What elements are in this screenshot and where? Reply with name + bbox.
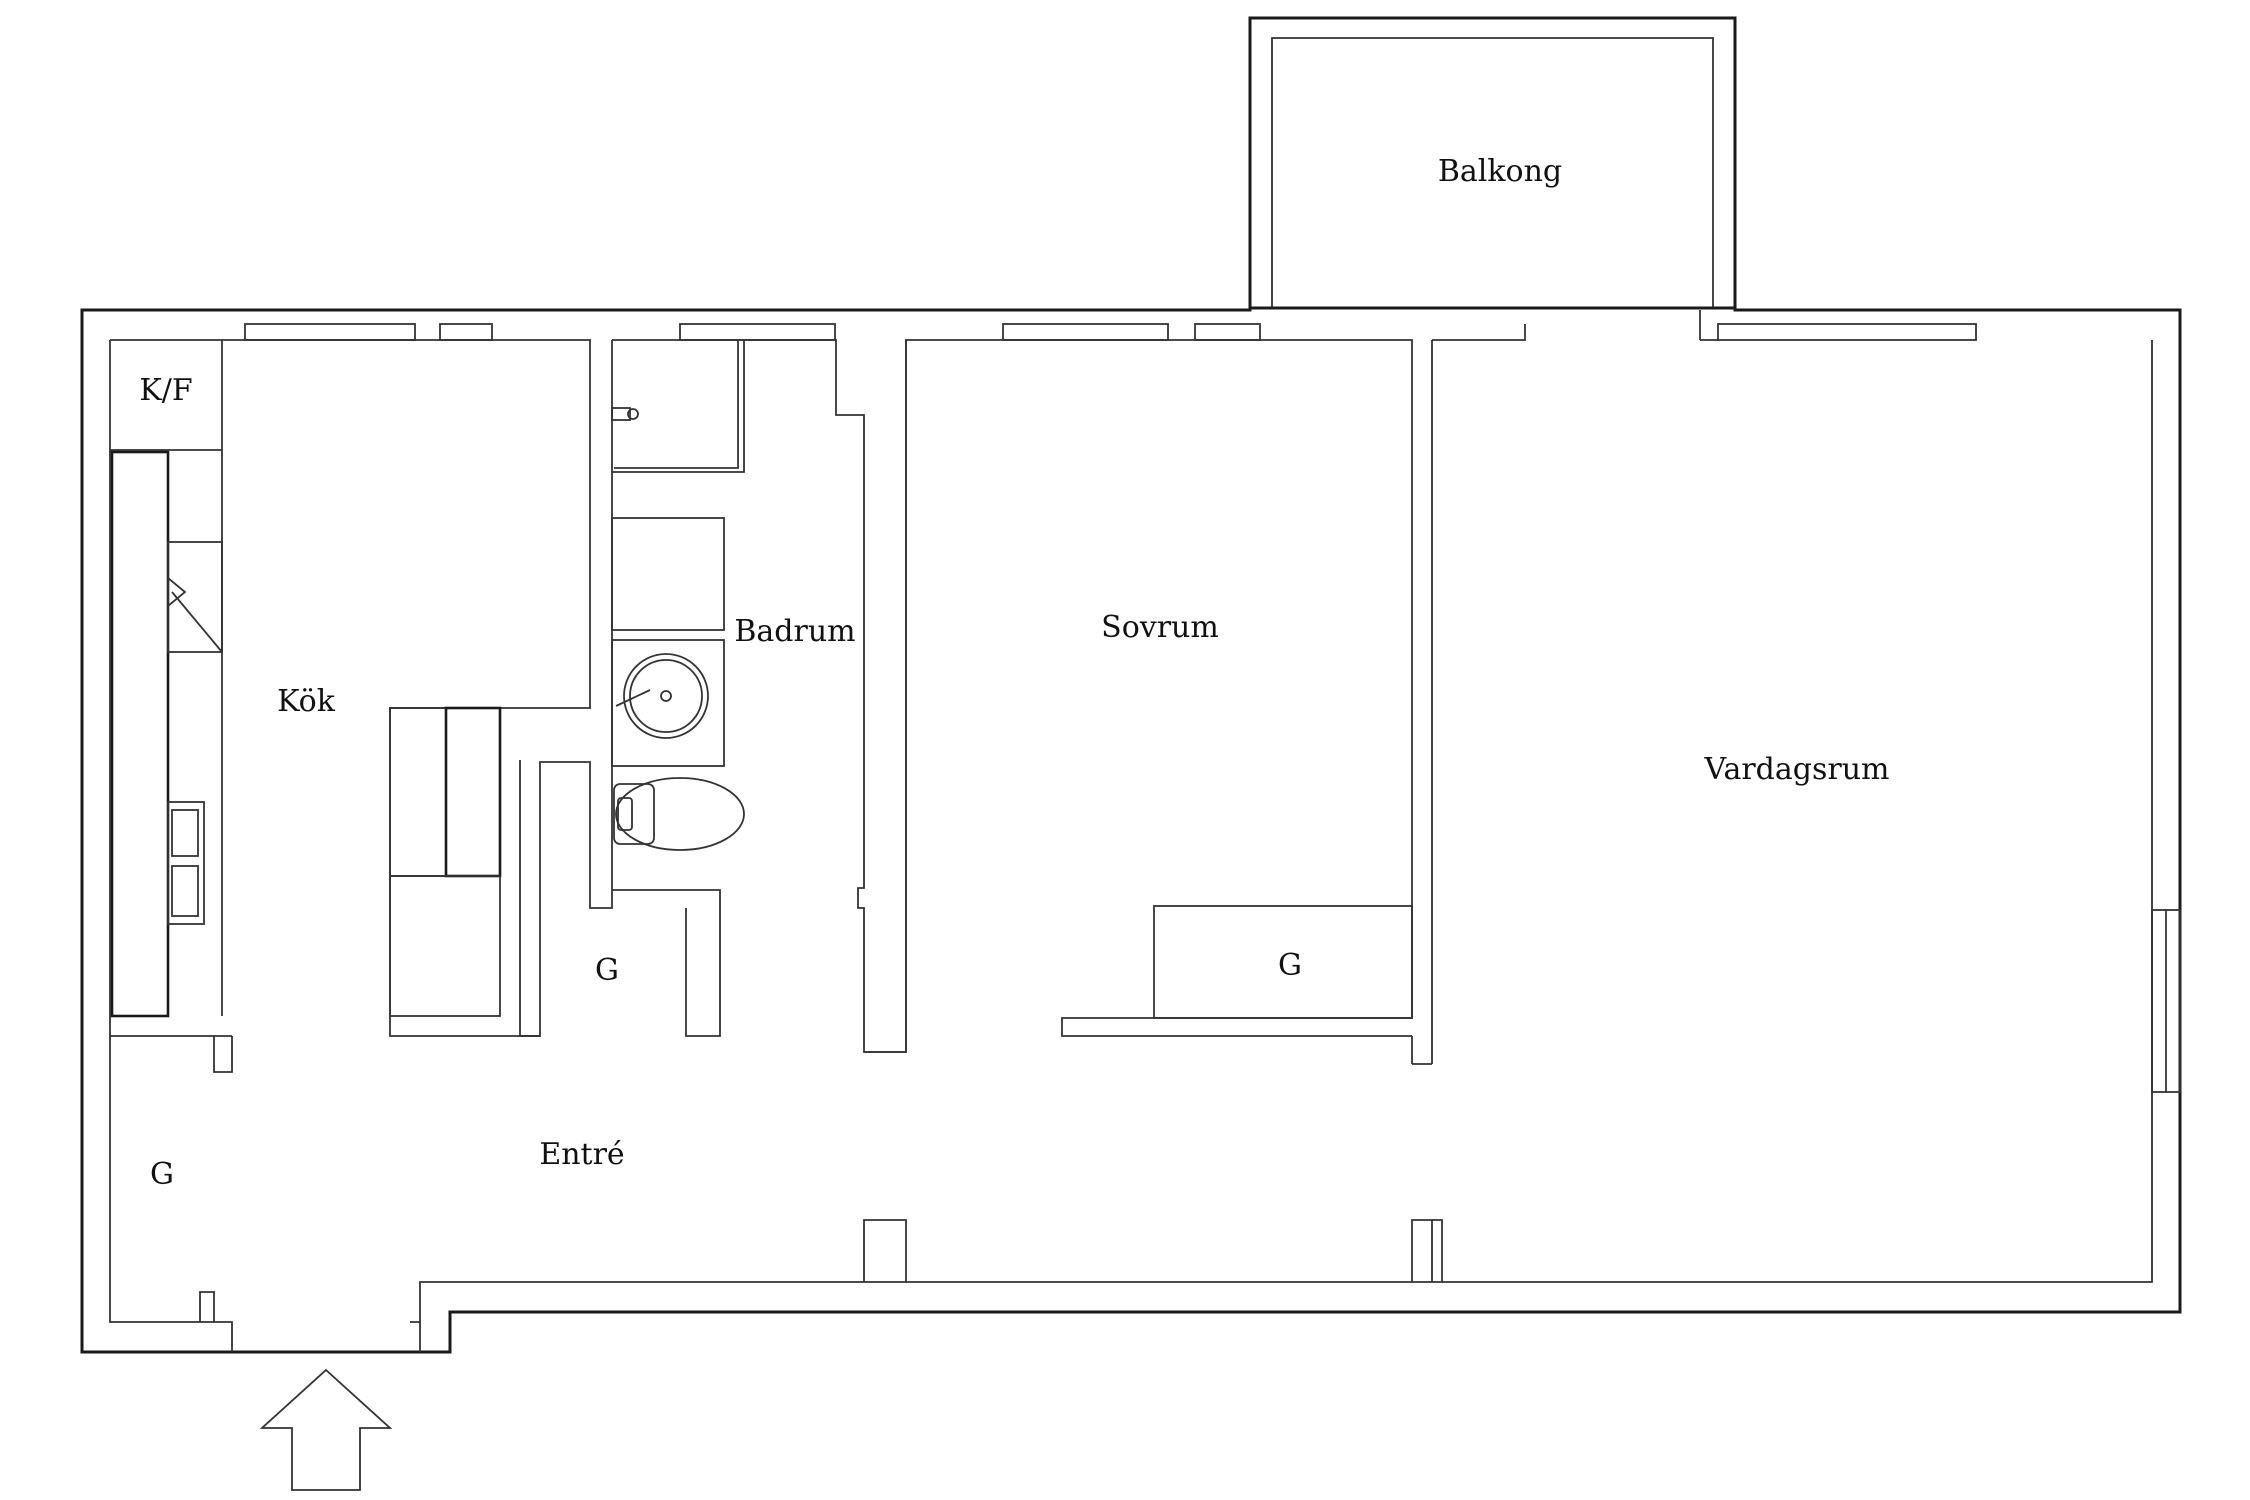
exterior-wall (80, 306, 2182, 1354)
label-fridge-freezer: K/F (139, 373, 192, 408)
label-living-room: Vardagsrum (1704, 752, 1890, 787)
balcony (1248, 16, 1737, 308)
label-bedroom: Sovrum (1101, 610, 1219, 645)
label-wardrobe-bedroom: G (1278, 948, 1302, 983)
kitchen-fixtures (110, 450, 502, 1018)
bedroom-wardrobe (1153, 905, 1413, 1019)
room-labels: Balkong K/F Kök Badrum Sovrum Vardagsrum… (139, 154, 1889, 1192)
label-wardrobe-entrance: G (595, 953, 619, 988)
label-kitchen: Kök (277, 684, 336, 719)
entrance-arrow-icon (259, 1368, 393, 1491)
label-bathroom: Badrum (734, 614, 855, 649)
label-wardrobe-hall: G (150, 1157, 174, 1192)
bathroom-fixtures (611, 407, 745, 851)
interior-walls (110, 310, 1718, 1352)
label-hall: Entré (539, 1137, 624, 1172)
label-balcony: Balkong (1438, 154, 1562, 189)
